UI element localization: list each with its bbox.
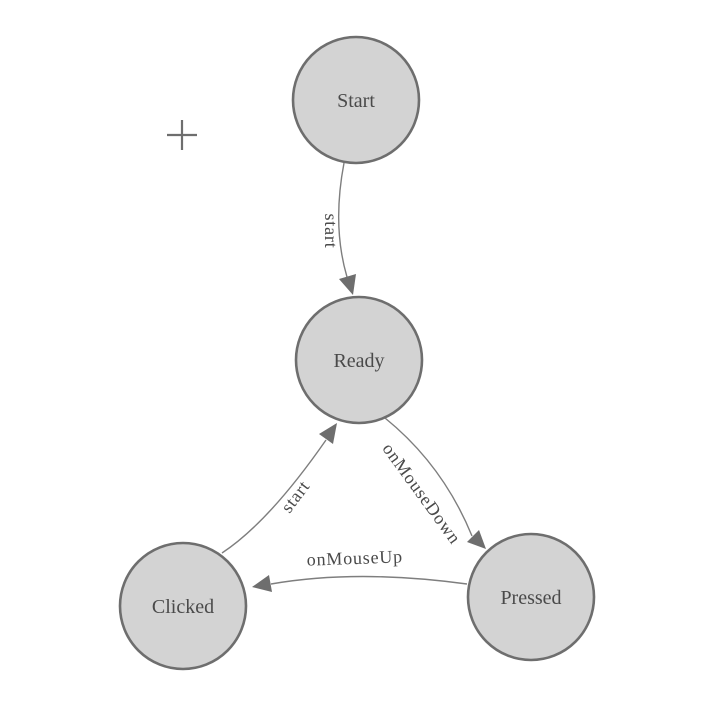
transition-edge-ready-to-pressed[interactable]: onMouseDown: [379, 417, 486, 549]
state-node-start-circle[interactable]: [291, 35, 421, 165]
arrowhead-icon: [339, 274, 356, 295]
state-node-pressed-circle[interactable]: [466, 532, 596, 662]
state-node-ready[interactable]: Ready: [294, 295, 424, 425]
edge-label-start: start: [321, 214, 341, 249]
edge-line[interactable]: [384, 417, 473, 537]
state-node-clicked[interactable]: Clicked: [118, 541, 248, 671]
state-node-pressed[interactable]: Pressed: [466, 532, 596, 662]
arrowhead-icon: [467, 530, 486, 549]
state-node-pressed-label: Pressed: [500, 587, 561, 609]
edge-label-onmousedown: onMouseDown: [379, 439, 466, 548]
state-node-ready-circle[interactable]: [294, 295, 424, 425]
edge-line[interactable]: [337, 162, 348, 278]
transition-edge-clicked-to-ready[interactable]: start: [221, 423, 337, 554]
edge-line[interactable]: [270, 575, 468, 585]
state-node-start[interactable]: Start: [291, 35, 421, 165]
transition-edge-pressed-to-clicked[interactable]: onMouseUp: [252, 546, 468, 592]
arrowhead-icon: [252, 575, 272, 592]
plus-icon[interactable]: [167, 120, 197, 150]
arrowhead-icon: [319, 423, 337, 444]
state-node-start-label: Start: [337, 90, 375, 112]
state-node-clicked-label: Clicked: [152, 596, 214, 618]
edge-label-onmouseup: onMouseUp: [306, 546, 403, 569]
edge-line[interactable]: [221, 439, 327, 554]
edge-label-start-2: start: [277, 476, 314, 516]
transition-edge-start-to-ready[interactable]: start: [321, 162, 356, 295]
state-node-clicked-circle[interactable]: [118, 541, 248, 671]
state-node-ready-label: Ready: [333, 350, 384, 372]
